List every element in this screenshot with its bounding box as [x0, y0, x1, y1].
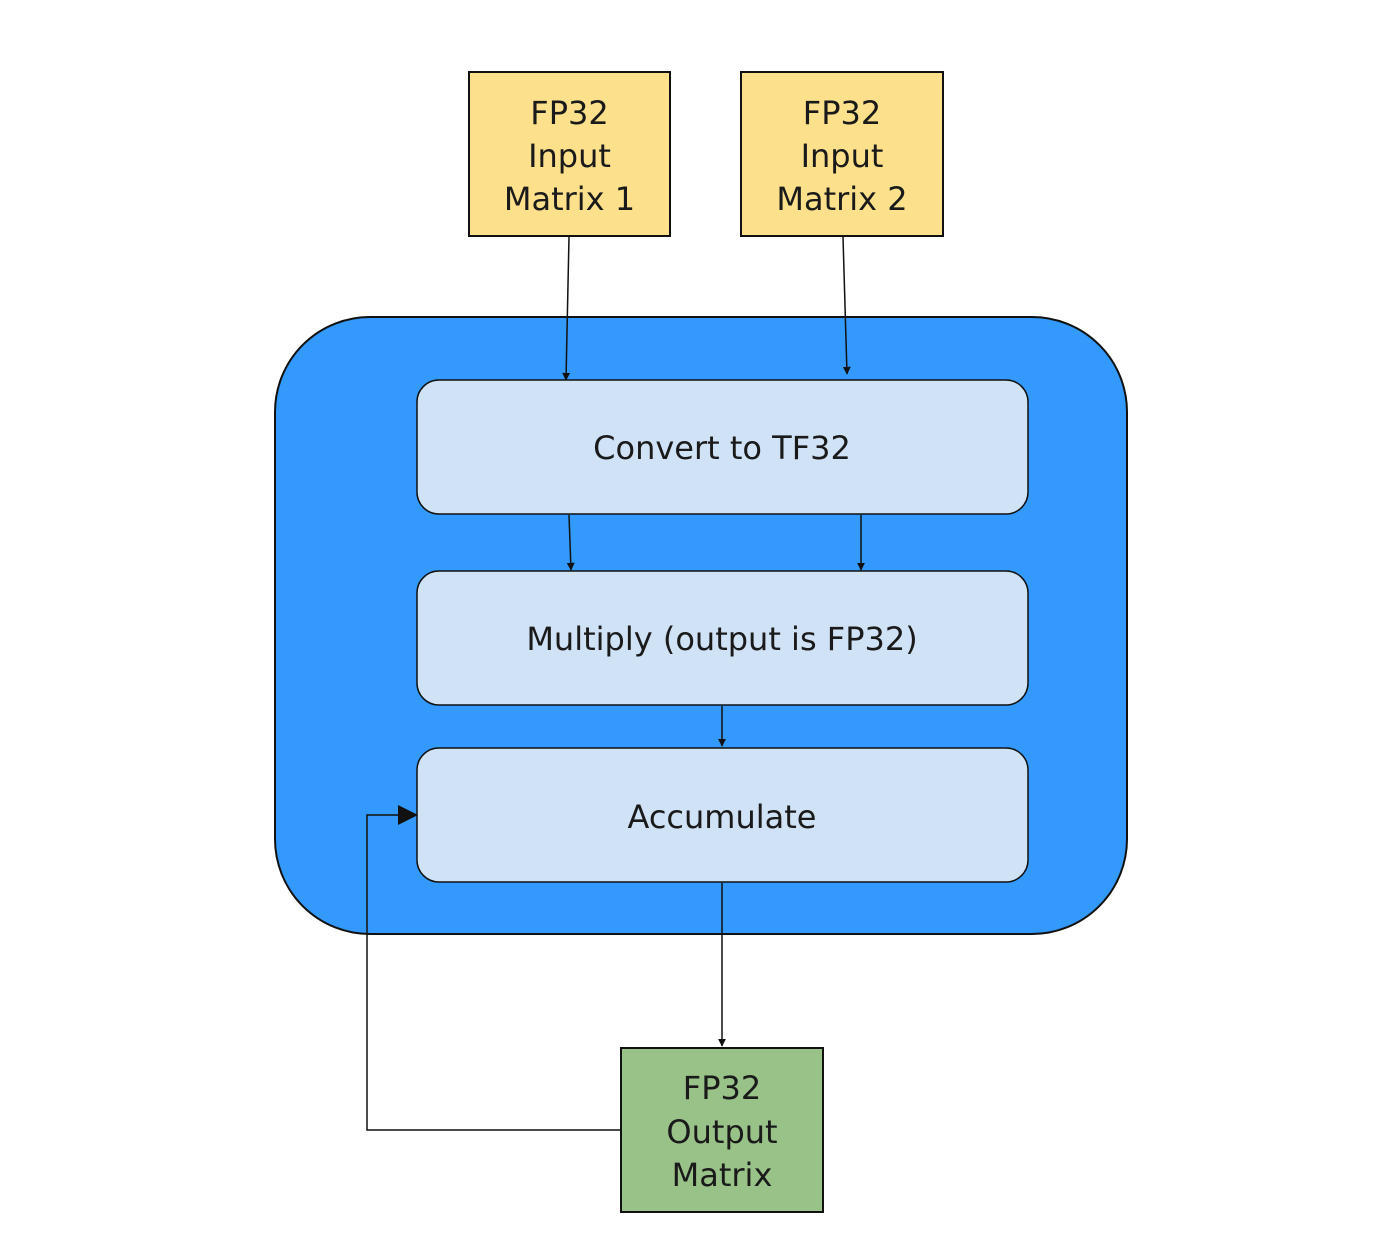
accumulate-stage-label: Accumulate: [628, 798, 817, 836]
arrow-convert-to-multiply-left: [566, 514, 575, 571]
multiply-stage-box: Multiply (output is FP32): [416, 570, 1029, 706]
arrow-output-feedback-to-accumulate: [366, 805, 621, 1131]
input-2-line-3: Matrix 2: [776, 180, 907, 218]
input-1-line-3: Matrix 1: [504, 180, 635, 218]
input-1-line-1: FP32: [530, 94, 608, 132]
convert-stage-label: Convert to TF32: [593, 429, 851, 467]
arrow-input1-to-convert: [562, 236, 571, 381]
convert-stage-box: Convert to TF32: [416, 379, 1029, 515]
output-matrix-box: FP32 Output Matrix: [620, 1047, 824, 1213]
input-matrix-1-box: FP32 Input Matrix 1: [468, 71, 671, 237]
input-2-line-1: FP32: [803, 94, 881, 132]
output-line-1: FP32: [683, 1069, 761, 1107]
input-1-line-2: Input: [528, 137, 611, 175]
input-matrix-2-box: FP32 Input Matrix 2: [740, 71, 944, 237]
output-line-2: Output: [666, 1113, 777, 1151]
input-2-line-2: Input: [801, 137, 884, 175]
output-line-3: Matrix: [672, 1156, 773, 1194]
multiply-stage-label: Multiply (output is FP32): [526, 620, 917, 658]
arrow-input2-to-convert: [842, 236, 851, 375]
accumulate-stage-box: Accumulate: [416, 747, 1029, 883]
